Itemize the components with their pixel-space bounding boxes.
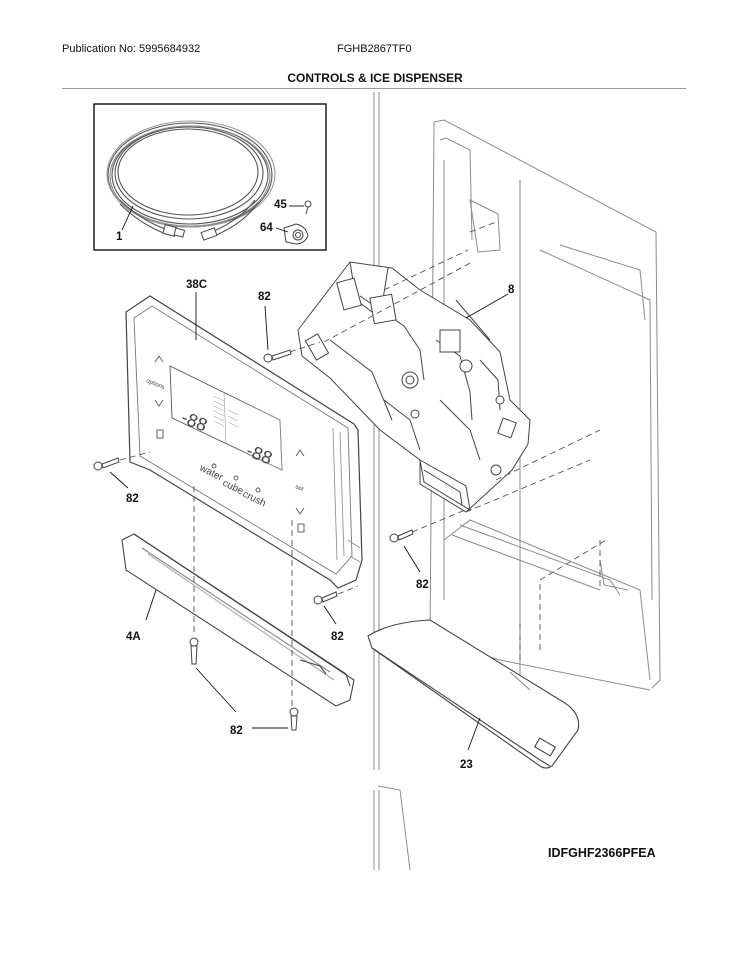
callout-labels: 38C 82 8 82 82 82 4A 82 23 <box>126 279 515 771</box>
callout-tubing: 1 <box>116 231 123 243</box>
callout-dispenser-housing: 8 <box>508 284 515 296</box>
callout-screw-left: 82 <box>126 493 139 505</box>
callout-screw-small: 45 <box>274 199 287 211</box>
refrigerator-door-outline <box>373 92 661 871</box>
alignment-lines <box>119 221 607 706</box>
dispenser-housing-part <box>297 261 531 513</box>
model-number: FGHB2867TF0 <box>337 43 412 55</box>
callout-screw-trim: 82 <box>230 725 243 737</box>
callout-drip-tray: 23 <box>460 759 473 771</box>
callout-trim: 4A <box>126 631 141 643</box>
screw-trim-left <box>189 637 199 665</box>
screw-82-parts <box>93 349 414 731</box>
callout-control-panel: 38C <box>186 279 207 291</box>
screw-trim-right <box>289 707 299 731</box>
callout-leaders <box>109 292 509 751</box>
tubing-fitting <box>162 223 218 241</box>
drip-tray-part <box>367 619 580 769</box>
page-title: CONTROLS & ICE DISPENSER <box>287 71 463 85</box>
screw-left <box>93 457 120 471</box>
screw-lower-panel <box>313 591 338 605</box>
publication-number: Publication No: 5995684932 <box>62 43 201 55</box>
header-divider <box>62 88 686 89</box>
diagram-reference-code: IDFGHF2366PFEA <box>548 846 656 860</box>
callout-clamp: 64 <box>260 222 273 234</box>
callout-screw-lower-panel: 82 <box>331 631 344 643</box>
screw-upper <box>263 349 292 363</box>
accessory-inset: 1 45 64 <box>93 103 327 251</box>
callout-screw-upper: 82 <box>258 291 271 303</box>
panel-label-set: set <box>294 484 304 493</box>
water-tubing-coil <box>106 120 276 237</box>
tube-clamp-part <box>283 223 309 245</box>
callout-screw-mid-right: 82 <box>416 579 429 591</box>
control-panel-part: -88 -88 options set water cube crush <box>125 295 363 589</box>
dispenser-trim-part <box>121 533 355 707</box>
screw-mid-right <box>389 529 414 543</box>
screw-45-part <box>304 200 312 215</box>
